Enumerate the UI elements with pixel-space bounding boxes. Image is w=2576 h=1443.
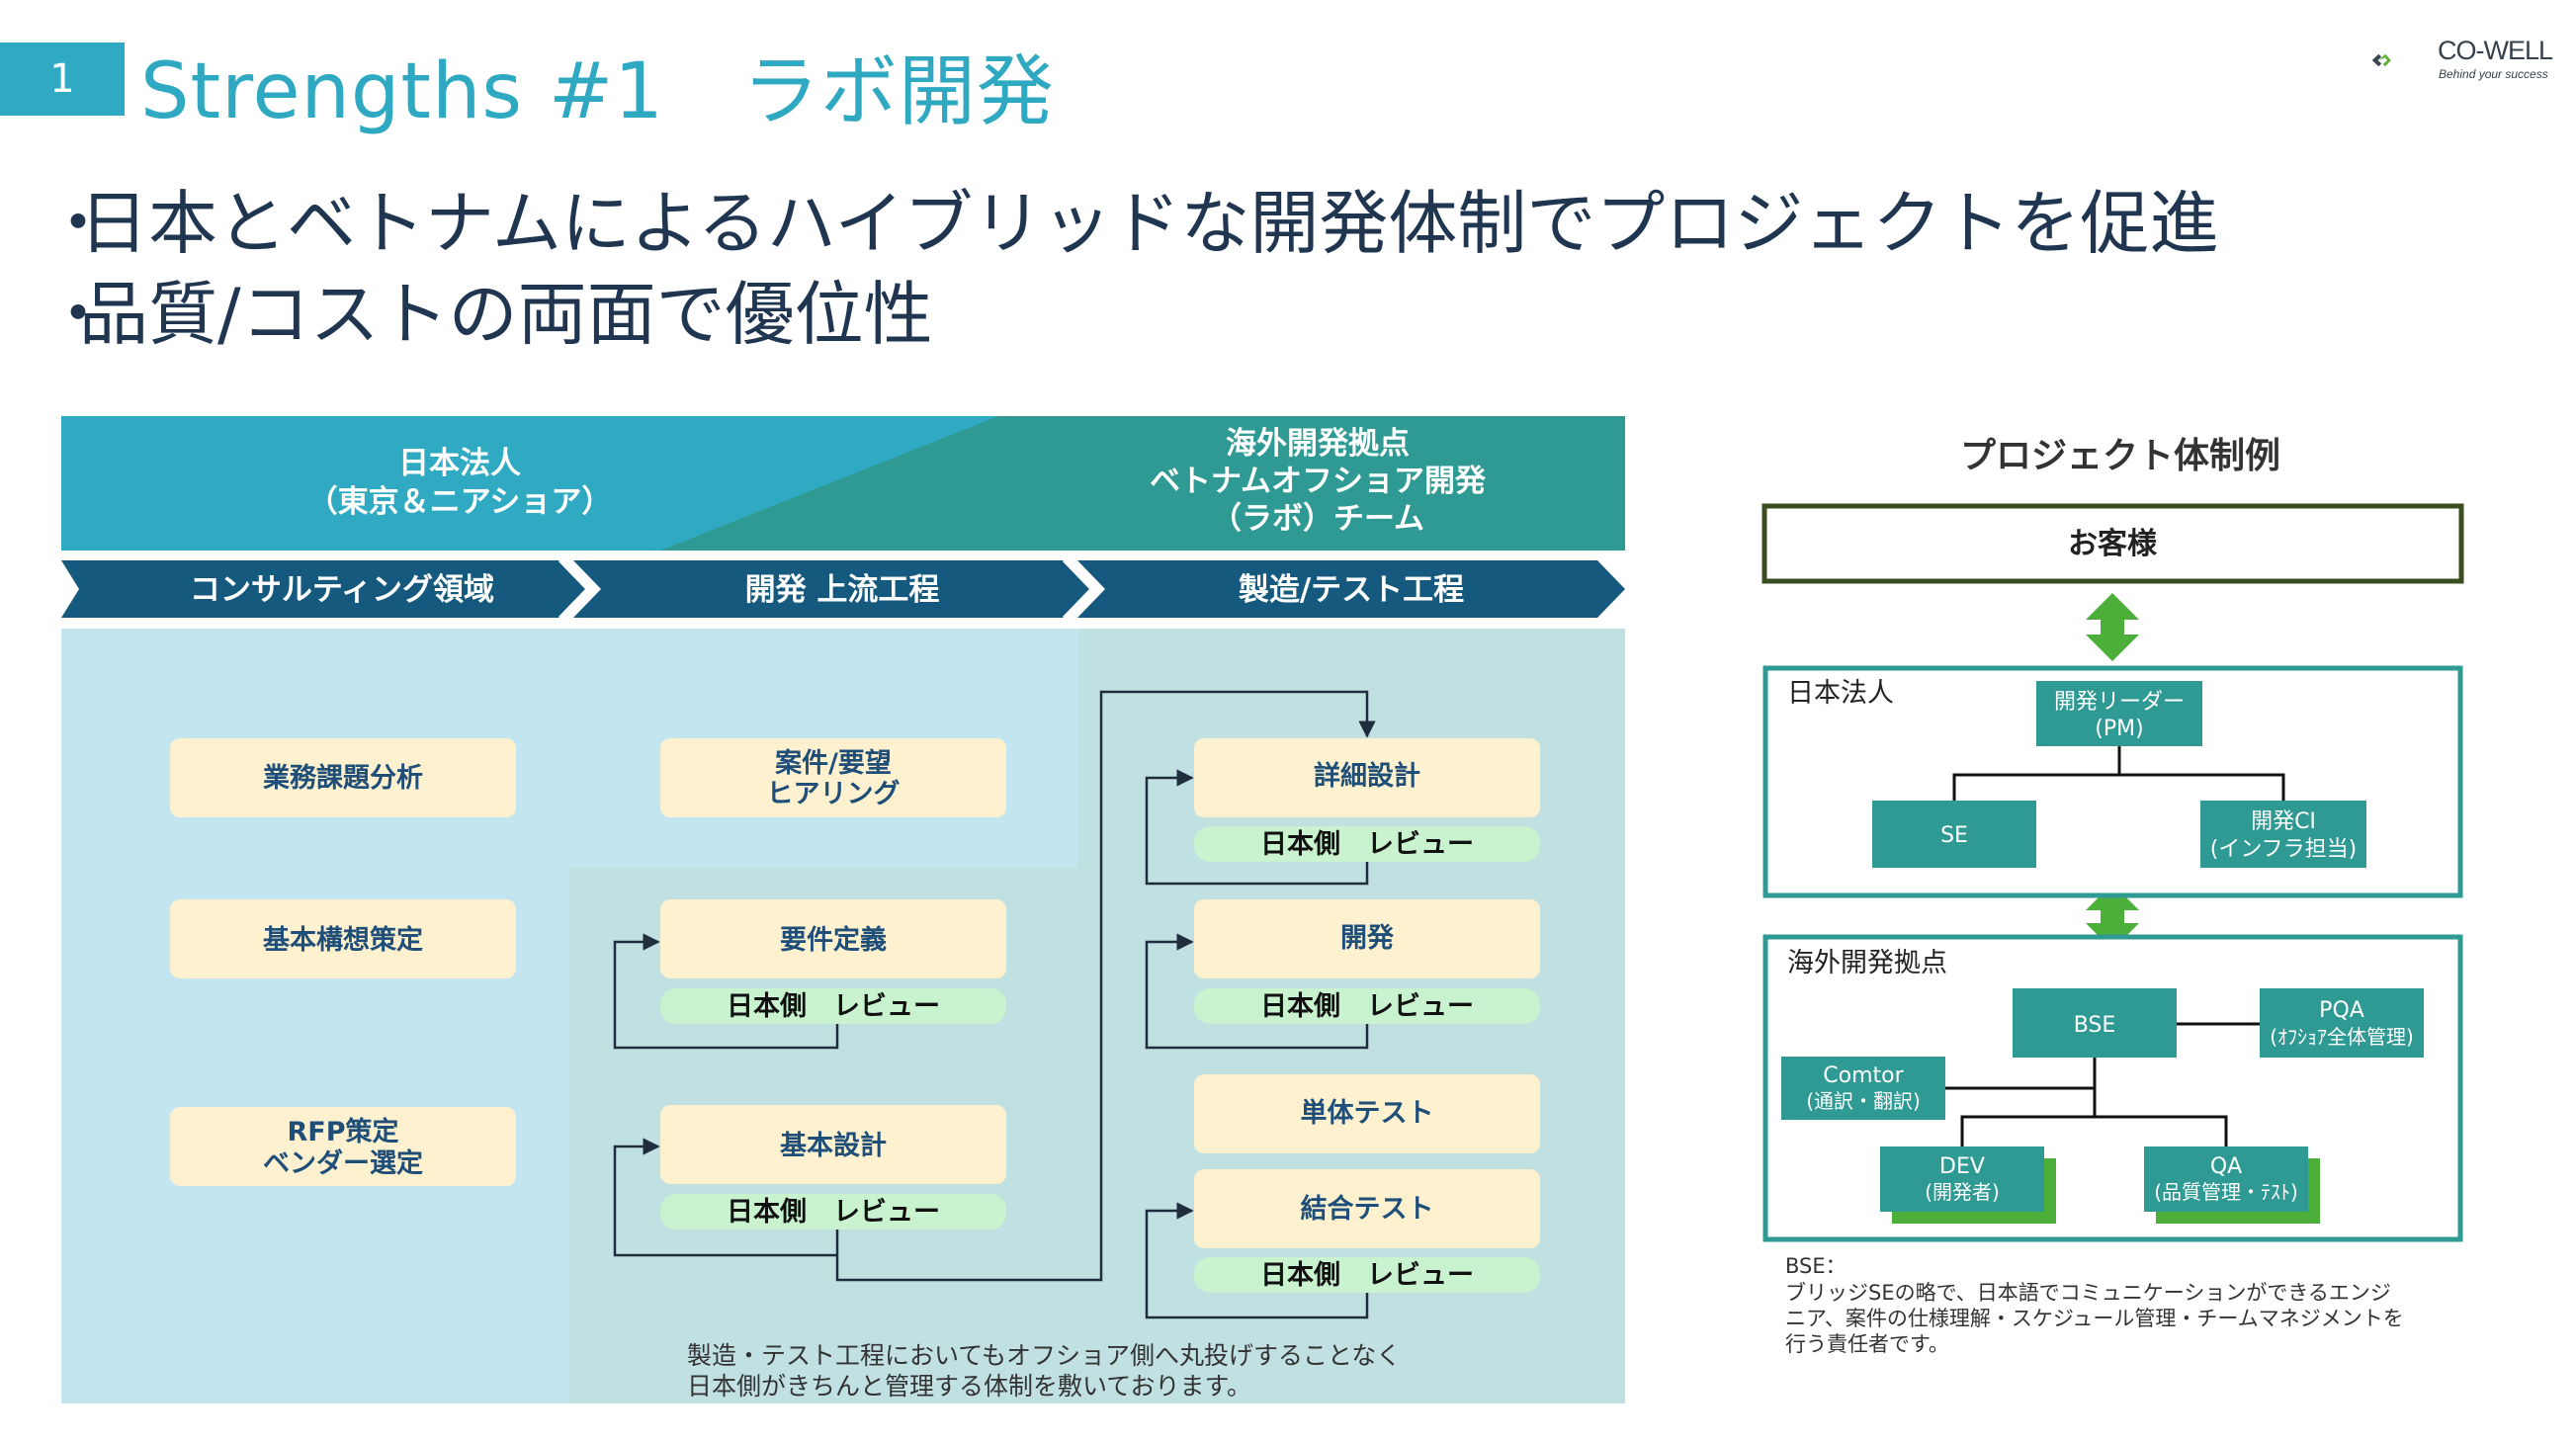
review-label-detail-design: 日本側 レビュー bbox=[1260, 829, 1474, 860]
review-pill-development bbox=[1194, 988, 1540, 1024]
comtor-line1: Comtor bbox=[1823, 1063, 1904, 1088]
card-detail-design bbox=[1194, 738, 1540, 817]
comtor-box bbox=[1781, 1057, 1945, 1120]
header-japan-line2: （東京＆ニアショア） bbox=[307, 484, 613, 520]
card-requirements bbox=[660, 899, 1006, 978]
review-loop-connectors bbox=[613, 690, 1376, 1319]
bullet-1-text: 日本とベトナムによるハイブリッドな開発体制でプロジェクトを促進 bbox=[79, 183, 2219, 264]
flow-note-line2: 日本側がきちんと管理する体制を敷いております。 bbox=[687, 1372, 1251, 1401]
bse-note-title: BSE： bbox=[1785, 1254, 1846, 1278]
pqa-line2: (ｵﾌｼｮｱ全体管理) bbox=[2270, 1025, 2414, 1049]
card-basic-concept bbox=[170, 899, 516, 978]
lead-line1: 開発リーダー bbox=[2054, 690, 2185, 715]
card-rfp bbox=[170, 1107, 516, 1186]
card-integration-test bbox=[1194, 1169, 1540, 1248]
ci-box bbox=[2200, 801, 2366, 868]
card-development-label: 開発 bbox=[1340, 923, 1395, 954]
bse-note-line2: ニア、案件の仕様理解・スケジュール管理・チームマネジメントを bbox=[1785, 1307, 2404, 1330]
review-pill-requirements bbox=[660, 988, 1006, 1024]
bullet-2-text: 品質/コストの両面で優位性 bbox=[79, 274, 933, 355]
ci-line1: 開発CI bbox=[2251, 809, 2316, 834]
card-basic-design-label: 基本設計 bbox=[780, 1130, 887, 1161]
customer-label: お客様 bbox=[2068, 527, 2158, 561]
phase-label-consulting: コンサルティング領域 bbox=[190, 572, 494, 608]
slide-title: Strengths #1 ラボ開発 bbox=[140, 47, 1055, 136]
card-basic-design bbox=[660, 1105, 1006, 1184]
card-rfp-label: RFP策定 bbox=[287, 1116, 398, 1147]
card-development bbox=[1194, 899, 1540, 978]
qa-line2: (品質管理・ﾃｽﾄ) bbox=[2154, 1180, 2298, 1204]
phase-chevron-manufacturing bbox=[1077, 560, 1625, 618]
cowell-logo-icon bbox=[2371, 53, 2391, 67]
phase-label-upstream: 開発 上流工程 bbox=[745, 572, 940, 608]
japan-connector bbox=[1952, 773, 2285, 801]
card-integration-test-label: 結合テスト bbox=[1301, 1193, 1434, 1225]
review-label-integration-test: 日本側 レビュー bbox=[1260, 1260, 1474, 1291]
bse-note-line3: 行う責任者です。 bbox=[1785, 1332, 1949, 1356]
bse-note-line1: ブリッジSEの略で、日本語でコミュニケーションができるエンジ bbox=[1785, 1281, 2391, 1305]
slide-number-text: 1 bbox=[49, 56, 75, 102]
ci-line2: (インフラ担当) bbox=[2210, 837, 2358, 862]
pqa-box bbox=[2260, 988, 2424, 1058]
review-pill-basic-design bbox=[660, 1194, 1006, 1230]
comtor-line2: (通訳・翻訳) bbox=[1806, 1089, 1921, 1113]
flow-diagram: 日本法人 （東京＆ニアショア） 海外開発拠点 ベトナムオフショア開発 （ラボ）チ… bbox=[61, 416, 1625, 1403]
japan-frame-label: 日本法人 bbox=[1787, 678, 1894, 709]
phase-chevron-consulting bbox=[61, 560, 587, 618]
review-pill-integration-test bbox=[1194, 1257, 1540, 1293]
se-box bbox=[1872, 801, 2036, 868]
org-title: プロジェクト体制例 bbox=[1960, 436, 2280, 476]
flow-note-line1: 製造・テスト工程においてもオフショア側へ丸投げすることなく bbox=[687, 1341, 1401, 1370]
lead-line2: (PM) bbox=[2095, 717, 2143, 741]
logo-tagline: Behind your success bbox=[2439, 67, 2548, 81]
qa-box bbox=[2144, 1146, 2308, 1212]
review-label-basic-design: 日本側 レビュー bbox=[727, 1197, 940, 1228]
bse-box bbox=[2013, 988, 2177, 1058]
card-business-analysis bbox=[170, 738, 516, 817]
pqa-line1: PQA bbox=[2319, 998, 2364, 1023]
header-band-offshore bbox=[660, 416, 1625, 551]
header-offshore-line1: 海外開発拠点 bbox=[1226, 426, 1410, 462]
qa-line1: QA bbox=[2210, 1154, 2242, 1179]
double-arrow-icon bbox=[2086, 593, 2139, 661]
bse-label: BSE bbox=[2074, 1013, 2116, 1038]
slide-number: 1 bbox=[0, 42, 125, 116]
bullet-2: ・品質/コストの両面で優位性 bbox=[43, 274, 933, 355]
review-pill-detail-design bbox=[1194, 826, 1540, 862]
card-vendor-label: ベンダー選定 bbox=[263, 1147, 423, 1179]
dev-line1: DEV bbox=[1939, 1154, 1985, 1179]
se-label: SE bbox=[1940, 823, 1968, 848]
card-hearing bbox=[660, 738, 1006, 817]
header-japan-line1: 日本法人 bbox=[398, 446, 521, 481]
offshore-frame-label: 海外開発拠点 bbox=[1787, 948, 1947, 978]
double-arrow-icon bbox=[2086, 884, 2139, 950]
card-business-analysis-label: 業務課題分析 bbox=[263, 762, 423, 794]
lead-box bbox=[2036, 681, 2202, 746]
card-requirements-label: 要件定義 bbox=[780, 924, 887, 956]
card-unit-test bbox=[1194, 1074, 1540, 1153]
header-offshore-line3: （ラボ）チーム bbox=[1211, 501, 1424, 537]
review-label-development: 日本側 レビュー bbox=[1260, 991, 1474, 1022]
phase-label-manufacturing: 製造/テスト工程 bbox=[1239, 572, 1464, 608]
header-offshore-line2: ベトナムオフショア開発 bbox=[1150, 464, 1487, 499]
dev-box bbox=[1880, 1146, 2044, 1212]
dev-line2: (開発者) bbox=[1925, 1180, 2000, 1204]
phase-chevron-upstream bbox=[573, 560, 1091, 618]
org-diagram: プロジェクト体制例 お客様 日本法人 開発リーダー (PM) SE 開発CI (… bbox=[1761, 436, 2464, 1356]
customer-box bbox=[1761, 503, 2464, 584]
card-unit-test-label: 単体テスト bbox=[1301, 1097, 1434, 1129]
card-hearing-line1: 案件/要望 bbox=[774, 747, 892, 779]
bullet-1: ・日本とベトナムによるハイブリッドな開発体制でプロジェクトを促進 bbox=[43, 183, 2219, 264]
review-label-requirements: 日本側 レビュー bbox=[727, 991, 940, 1022]
card-hearing-line2: ヒアリング bbox=[767, 778, 901, 809]
logo-name: CO-WELL bbox=[2438, 36, 2553, 65]
card-detail-design-label: 詳細設計 bbox=[1314, 760, 1420, 792]
offshore-connectors bbox=[1944, 1022, 2260, 1146]
card-basic-concept-label: 基本構想策定 bbox=[263, 924, 423, 956]
